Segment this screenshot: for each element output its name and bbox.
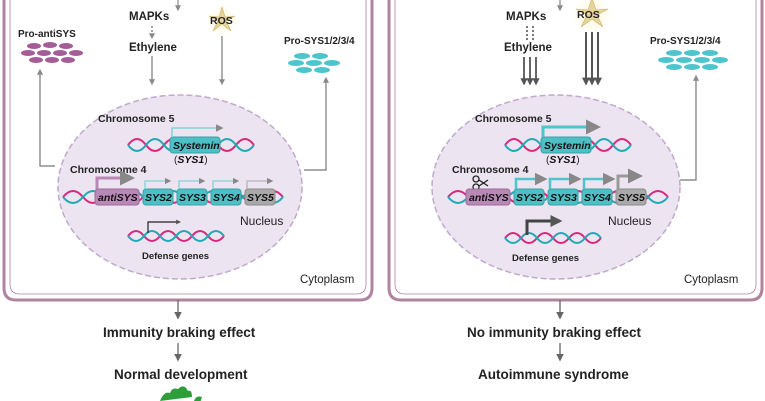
- left-gene-sys5: SYS5: [247, 192, 274, 204]
- right-outcome-autoimmune: Autoimmune syndrome: [478, 367, 629, 382]
- left-outcome-development: Normal development: [114, 367, 248, 382]
- left-chromosome4-label: Chromosome 4: [70, 164, 147, 176]
- right-ethylene-label: Ethylene: [504, 42, 552, 54]
- ros-star-icon: [206, 4, 238, 36]
- svg-text:(SYS1): (SYS1): [174, 154, 208, 166]
- left-chromosome4-genes: antiSYS SYS2 SYS3 SYS4 SYS5: [94, 170, 276, 206]
- right-gene-sys2: SYS2: [516, 192, 543, 204]
- pro-antisys-peptides: [21, 42, 83, 63]
- right-systemin-label: Systemin: [544, 140, 591, 152]
- right-panel: MAPKs Ethylene ROS Pro-SYS1/2/3/4 Chromo…: [387, 0, 764, 382]
- right-mapks-label: MAPKs: [506, 11, 546, 23]
- left-pro-sys-label: Pro-SYS1/2/3/4: [284, 36, 355, 47]
- plant-icon: [160, 386, 202, 401]
- right-nucleus-label: Nucleus: [608, 214, 651, 228]
- right-pro-sys-peptides: [658, 50, 728, 70]
- left-cytoplasm-label: Cytoplasm: [300, 274, 354, 286]
- left-defense-genes-label: Defense genes: [142, 251, 209, 262]
- svg-text:(SYS1): (SYS1): [546, 154, 580, 166]
- left-pro-sys-peptides: [288, 53, 340, 73]
- right-ros-label: ROS: [577, 9, 600, 21]
- right-gene-sys5: SYS5: [618, 192, 645, 204]
- right-pro-sys-label: Pro-SYS1/2/3/4: [650, 36, 721, 47]
- right-chromosome4-genes: antiSYS SYS2 SYS3 SYS4 SYS5: [465, 168, 647, 206]
- left-outcome-braking: Immunity braking effect: [103, 325, 256, 340]
- right-sys1-label: SYS1: [549, 154, 576, 166]
- left-gene-antisys: antiSYS: [98, 192, 138, 204]
- left-sys1-label: SYS1: [177, 154, 204, 166]
- right-chromosome4-label: Chromosome 4: [452, 164, 529, 176]
- right-chromosome5-label: Chromosome 5: [475, 113, 552, 125]
- right-gene-sys3: SYS3: [550, 192, 577, 204]
- left-mapks-label: MAPKs: [129, 11, 169, 23]
- left-ethylene-label: Ethylene: [129, 42, 177, 54]
- left-gene-sys2: SYS2: [145, 192, 172, 204]
- left-ros-label: ROS: [210, 15, 233, 27]
- left-systemin-label: Systemin: [173, 140, 220, 152]
- right-nucleus: [431, 94, 681, 280]
- left-chromosome5-label: Chromosome 5: [98, 113, 175, 125]
- right-gene-sys4: SYS4: [584, 192, 611, 204]
- left-gene-sys4: SYS4: [213, 192, 240, 204]
- right-systemin-gene: [540, 136, 592, 154]
- left-panel: MAPKs Ethylene ROS Pro-antiSYS Pro-SYS1/…: [2, 0, 374, 401]
- right-ros-star-icon: [572, 0, 612, 34]
- right-defense-genes-label: Defense genes: [512, 253, 579, 264]
- left-pro-antisys-label: Pro-antiSYS: [18, 29, 76, 40]
- left-gene-sys3: SYS3: [179, 192, 206, 204]
- right-cytoplasm-label: Cytoplasm: [684, 274, 738, 286]
- left-systemin-gene: [169, 136, 221, 154]
- right-gene-antisys: antiSYS: [469, 192, 509, 204]
- left-nucleus-label: Nucleus: [240, 214, 283, 228]
- right-cell-membrane: [387, 0, 764, 302]
- left-cell-membrane: [2, 0, 374, 302]
- right-outcome-no-braking: No immunity braking effect: [467, 325, 642, 340]
